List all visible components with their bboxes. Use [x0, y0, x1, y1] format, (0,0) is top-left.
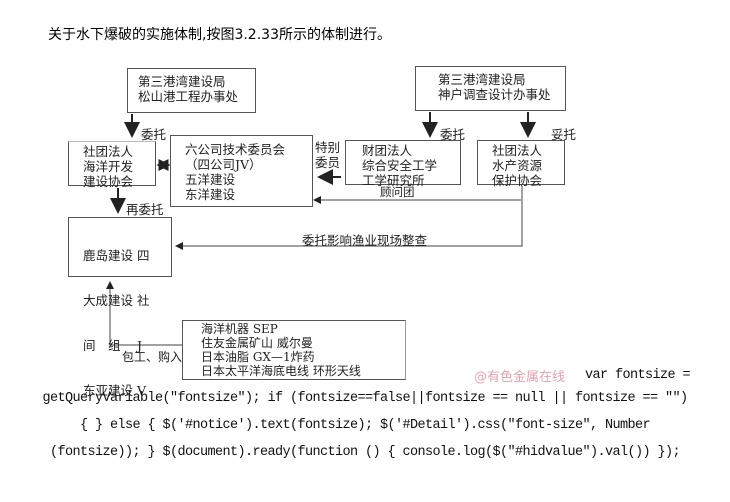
code-line: { } else { $('#notice').text(fontsize); … [79, 418, 651, 433]
box-line: 财团法人 [362, 143, 413, 158]
box-line: （四公司JV） [185, 157, 262, 172]
box-line: 松山港工程办事处 [138, 89, 239, 104]
box-kobe-office: 第三港湾建设局 神户调查设计办事处 [415, 66, 566, 111]
label-contract-purchase: 包工、购入 [122, 350, 183, 364]
box-line: 六公司技术委员会 [185, 142, 286, 157]
box-songshan-office: 第三港湾建设局 松山港工程办事处 [127, 68, 256, 113]
box-line: 东洋建设 [185, 187, 236, 202]
box-four-company-jv: 鹿岛建设 四 大成建设 社 间 组 J 东亚建设 V [68, 217, 172, 398]
box-line: 水产资源 [492, 158, 543, 173]
box-ocean-development-association: 社团法人 海洋开发 建设协会 [68, 141, 156, 189]
box-line: 大成建设 社 [83, 293, 150, 308]
box-suppliers: 海洋机器 SEP 住友金属矿山 威尔曼 日本油脂 GX—1炸药 日本太平洋海底电… [182, 320, 406, 380]
box-fishery-resources-association: 社团法人 水产资源 保护协会 [477, 140, 565, 188]
box-line: 间 组 J [83, 338, 142, 353]
box-line: 社团法人 [83, 144, 134, 159]
box-line: 东亚建设 V [83, 383, 147, 398]
label-entrust: 委托 [440, 127, 466, 142]
box-line: 日本太平洋海底电线 环形天线 [201, 364, 361, 378]
box-line: 社团法人 [492, 143, 543, 158]
label-advisory-group: 顾问团 [380, 185, 415, 199]
code-line: getQueryVariable("fontsize"); if (fontsi… [42, 391, 688, 406]
box-line: 鹿岛建设 四 [83, 248, 150, 263]
box-six-company-committee: 六公司技术委员会 （四公司JV） 五洋建设 东洋建设 [170, 135, 313, 207]
box-line: 建设协会 [83, 174, 134, 189]
label-re-entrust: 再委托 [126, 202, 164, 217]
heading: 关于水下爆破的实施体制,按图3.2.33所示的体制进行。 [48, 27, 391, 43]
box-line: 综合安全工学 [362, 158, 438, 173]
box-line: 五洋建设 [185, 172, 236, 187]
label-line: 特别 [315, 140, 341, 155]
label-special-member: 特别 委员 [315, 140, 340, 170]
label-entrust: 妥托 [551, 127, 577, 142]
watermark: @有色金属在线 [474, 370, 566, 385]
label-line: 委员 [315, 155, 341, 170]
contract-line [106, 281, 182, 346]
box-safety-engineering-institute: 财团法人 综合安全工学 工学研究所 [345, 140, 461, 188]
box-line: 工学研究所 [362, 173, 425, 188]
box-line: 海洋开发 [83, 159, 134, 174]
box-line: 第三港湾建设局 [438, 72, 526, 87]
code-line: (fontsize)); } $(document).ready(functio… [49, 445, 681, 460]
box-line: 神户调查设计办事处 [438, 87, 551, 102]
box-line: 保护协会 [492, 173, 543, 188]
box-line: 海洋机器 SEP [201, 322, 278, 336]
box-line: 日本油脂 GX—1炸药 [201, 350, 315, 364]
code-line: var fontsize = [585, 368, 691, 383]
label-fishery-survey: 委托影响渔业现场整查 [302, 233, 428, 248]
label-entrust: 委托 [141, 127, 167, 142]
fishery-survey-line [175, 186, 523, 250]
box-line: 第三港湾建设局 [138, 74, 226, 89]
box-line: 住友金属矿山 威尔曼 [201, 336, 313, 350]
